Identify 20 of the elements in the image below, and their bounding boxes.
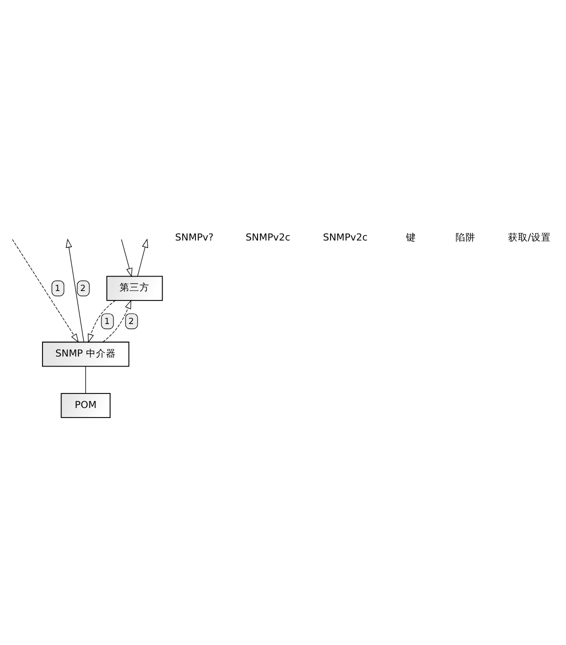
label: 键: [406, 232, 416, 244]
connector: [85, 366, 86, 394]
legend-label: 获取/设置: [508, 232, 552, 244]
edge-label: 2: [80, 282, 86, 293]
arrow: [102, 300, 132, 342]
arrow: [121, 239, 132, 278]
arrow: [88, 300, 116, 343]
label: SNMPv2c: [246, 232, 290, 244]
label: SNMPv2c: [322, 232, 368, 244]
edge-label: 2: [128, 316, 134, 326]
node-box: SNMP 中介器: [42, 342, 130, 367]
legend-label: 陷阱: [455, 232, 476, 244]
node-box: POM: [60, 392, 111, 418]
label: SNMPv?: [175, 232, 214, 244]
arrow: [12, 239, 79, 343]
edge-label: 1: [54, 282, 60, 293]
arrow: [137, 238, 148, 277]
edge-label: 1: [104, 316, 110, 326]
arrow: [66, 238, 84, 342]
node-box: 第三方: [106, 276, 163, 301]
